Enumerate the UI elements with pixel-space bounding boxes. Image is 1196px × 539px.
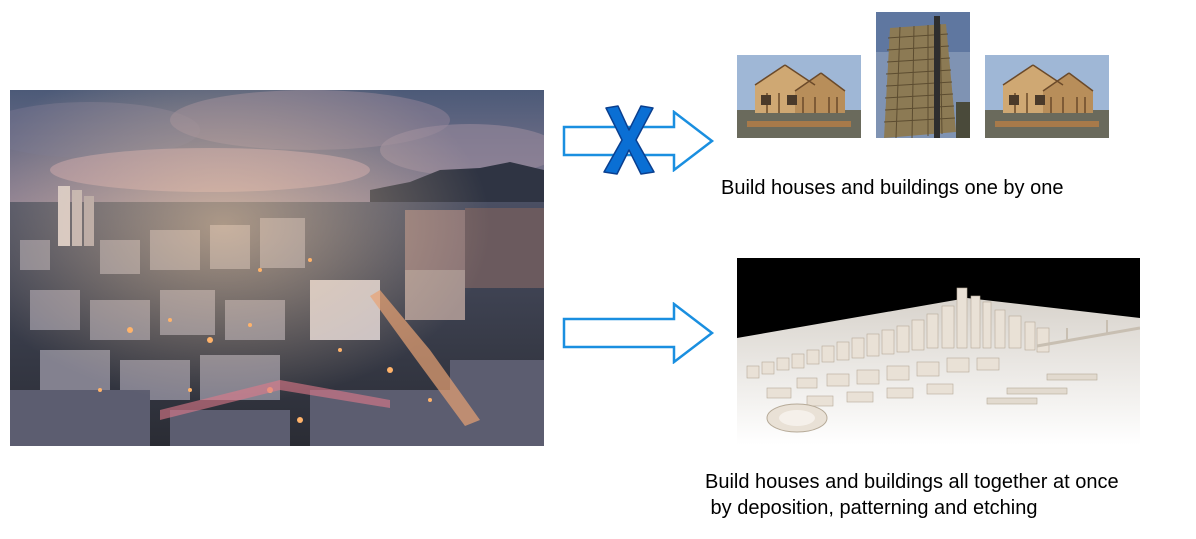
caption-one-by-one: Build houses and buildings one by one [721, 177, 1064, 199]
tower-photo [876, 12, 970, 138]
city-photo [10, 90, 544, 446]
x-mark-icon [603, 105, 655, 175]
house-photo-right [985, 55, 1109, 138]
caption-all-together: Build houses and buildings all together … [705, 469, 1119, 521]
caption-all-together-line1: Build houses and buildings all together … [705, 471, 1119, 493]
caption-all-together-line2: by deposition, patterning and etching [705, 497, 1038, 519]
arrow-bottom-icon [562, 302, 715, 364]
arrow-top-icon [562, 110, 715, 172]
house-photo-left [737, 55, 861, 138]
city-model-photo [737, 258, 1140, 445]
